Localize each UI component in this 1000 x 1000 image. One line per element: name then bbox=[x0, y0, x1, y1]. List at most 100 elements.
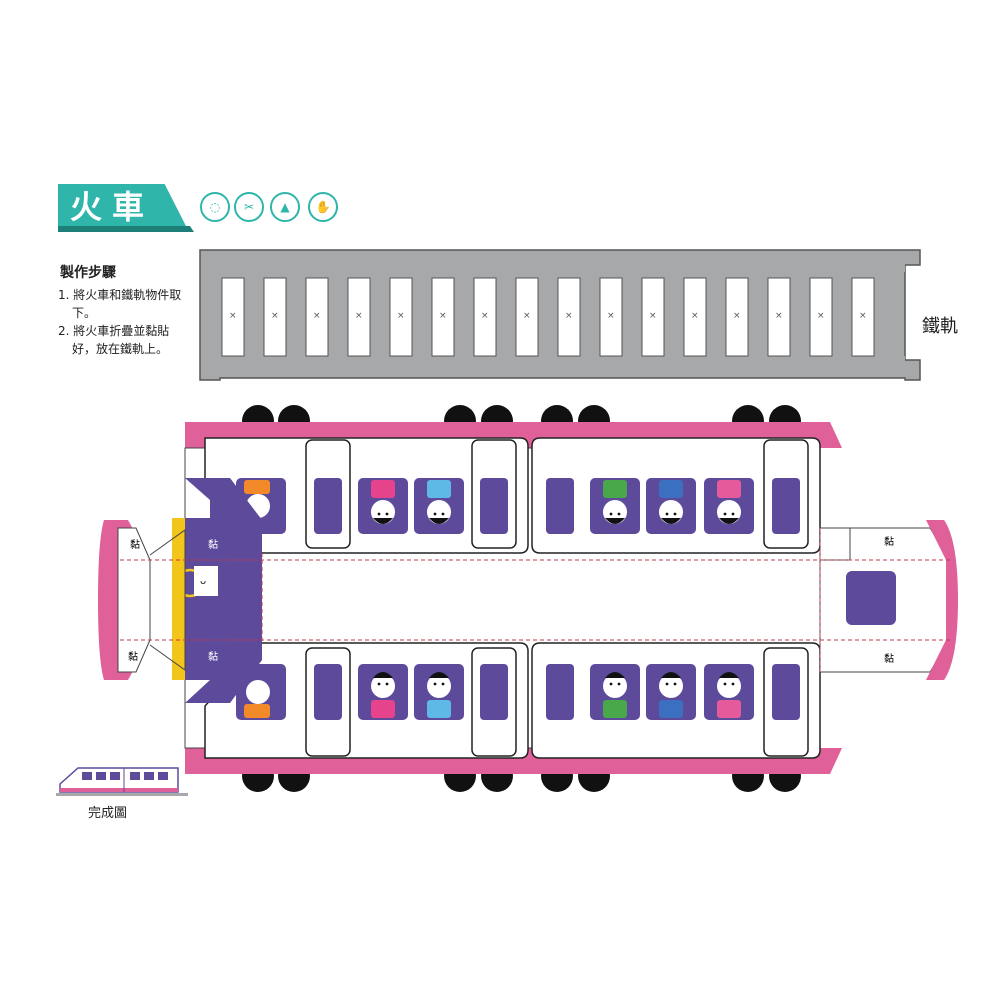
rail-tie-mark: × bbox=[397, 311, 405, 321]
train-window bbox=[480, 664, 508, 720]
rail-tie bbox=[347, 277, 371, 357]
glue-mark: 黏 bbox=[128, 650, 138, 663]
passenger-shirt bbox=[371, 480, 395, 498]
door-outline bbox=[471, 647, 517, 757]
passenger-shirt bbox=[659, 700, 683, 718]
rail-tie bbox=[515, 277, 539, 357]
glue-mark: 黏 bbox=[130, 538, 140, 551]
passenger-hair bbox=[605, 672, 625, 678]
rail-tie-mark: × bbox=[733, 311, 741, 321]
glue-bottle-icon: ▲ bbox=[270, 192, 300, 222]
passenger-eye bbox=[385, 682, 389, 686]
train-window bbox=[546, 664, 574, 720]
rail-tie-mark: × bbox=[439, 311, 447, 321]
rail-top-bar bbox=[220, 262, 905, 272]
rail-tie bbox=[431, 277, 455, 357]
passenger-face bbox=[603, 674, 627, 698]
passenger-eye bbox=[673, 512, 677, 516]
rail-tie bbox=[767, 277, 791, 357]
passenger-face bbox=[246, 680, 270, 704]
passenger-hair bbox=[429, 518, 449, 524]
passenger-hair bbox=[719, 672, 739, 678]
train-net: ᴗ 黏 黏 黏 黏 黏 黏 bbox=[98, 405, 958, 792]
rail-tie-mark: × bbox=[523, 311, 531, 321]
passenger-eye bbox=[731, 682, 735, 686]
door-outline bbox=[305, 439, 351, 549]
scissors-icon: ✂ bbox=[234, 192, 264, 222]
rail-tie bbox=[683, 277, 707, 357]
passenger-hair bbox=[373, 672, 393, 678]
rail-tie bbox=[221, 277, 245, 357]
door-outline bbox=[305, 647, 351, 757]
passenger-eye bbox=[385, 512, 389, 516]
rail-tie-mark: × bbox=[565, 311, 573, 321]
passenger-shirt bbox=[603, 700, 627, 718]
train-window bbox=[314, 664, 342, 720]
passenger-hair bbox=[661, 518, 681, 524]
passenger-eye bbox=[665, 682, 669, 686]
rail-tie-mark: × bbox=[607, 311, 615, 321]
train-window bbox=[314, 478, 342, 534]
glue-mark: 黏 bbox=[884, 535, 894, 548]
title-tab bbox=[58, 184, 188, 230]
driver-face-mark: ᴗ bbox=[200, 576, 206, 587]
front-cab-yellow-stripe bbox=[172, 518, 186, 680]
passenger-eye bbox=[441, 682, 445, 686]
passenger-shirt bbox=[659, 480, 683, 498]
rail-tie-mark: × bbox=[355, 311, 363, 321]
driver-face bbox=[194, 566, 218, 596]
rail-tie-mark: × bbox=[649, 311, 657, 321]
train-window bbox=[772, 664, 800, 720]
rail-tie-mark: × bbox=[313, 311, 321, 321]
passenger-eye bbox=[609, 682, 613, 686]
door-outline bbox=[763, 439, 809, 549]
passenger-hair bbox=[429, 672, 449, 678]
front-cab bbox=[185, 518, 237, 680]
rail-tie bbox=[725, 277, 749, 357]
passenger-eye bbox=[377, 682, 381, 686]
door-outline bbox=[763, 647, 809, 757]
passenger-eye bbox=[441, 512, 445, 516]
passenger-shirt bbox=[717, 700, 741, 718]
passenger-shirt bbox=[717, 480, 741, 498]
rail-tie bbox=[263, 277, 287, 357]
glue-mark: 黏 bbox=[884, 652, 894, 665]
passenger-shirt bbox=[427, 700, 451, 718]
rail-tie bbox=[809, 277, 833, 357]
rail-tie bbox=[599, 277, 623, 357]
passenger-eye bbox=[723, 682, 727, 686]
rail-tie bbox=[305, 277, 329, 357]
passenger-hair bbox=[719, 518, 739, 524]
passenger-face bbox=[659, 674, 683, 698]
passenger-shirt bbox=[371, 700, 395, 718]
finished-label: 完成圖 bbox=[88, 806, 128, 821]
page-title: 火車 bbox=[70, 188, 155, 226]
rail-tie bbox=[641, 277, 665, 357]
passenger-eye bbox=[617, 512, 621, 516]
step-item: 2. 將火車折疊並黏貼好，放在鐵軌上。 bbox=[58, 324, 170, 356]
passenger-face bbox=[717, 674, 741, 698]
passenger-eye bbox=[665, 512, 669, 516]
rail-tie-mark: × bbox=[775, 311, 783, 321]
passenger-eye bbox=[731, 512, 735, 516]
passenger-hair bbox=[661, 672, 681, 678]
rail-tie bbox=[851, 277, 875, 357]
passenger-eye bbox=[723, 512, 727, 516]
rail-tie-mark: × bbox=[859, 311, 867, 321]
passenger-face bbox=[371, 674, 395, 698]
passenger-eye bbox=[609, 512, 613, 516]
step-item: 1. 將火車和鐵軌物件取下。 bbox=[58, 288, 182, 320]
passenger-hair bbox=[373, 518, 393, 524]
glue-stick-icon: ◌ bbox=[200, 192, 230, 222]
passenger-eye bbox=[433, 512, 437, 516]
passenger-eye bbox=[377, 512, 381, 516]
rear-window bbox=[846, 571, 896, 625]
train-window bbox=[480, 478, 508, 534]
passenger-eye bbox=[433, 682, 437, 686]
glue-mark: 黏 bbox=[208, 650, 218, 663]
finished-train-preview bbox=[56, 767, 188, 796]
rail-bottom-bar bbox=[220, 356, 905, 366]
passenger-eye bbox=[673, 682, 677, 686]
rail-label: 鐵軌 bbox=[922, 316, 958, 337]
